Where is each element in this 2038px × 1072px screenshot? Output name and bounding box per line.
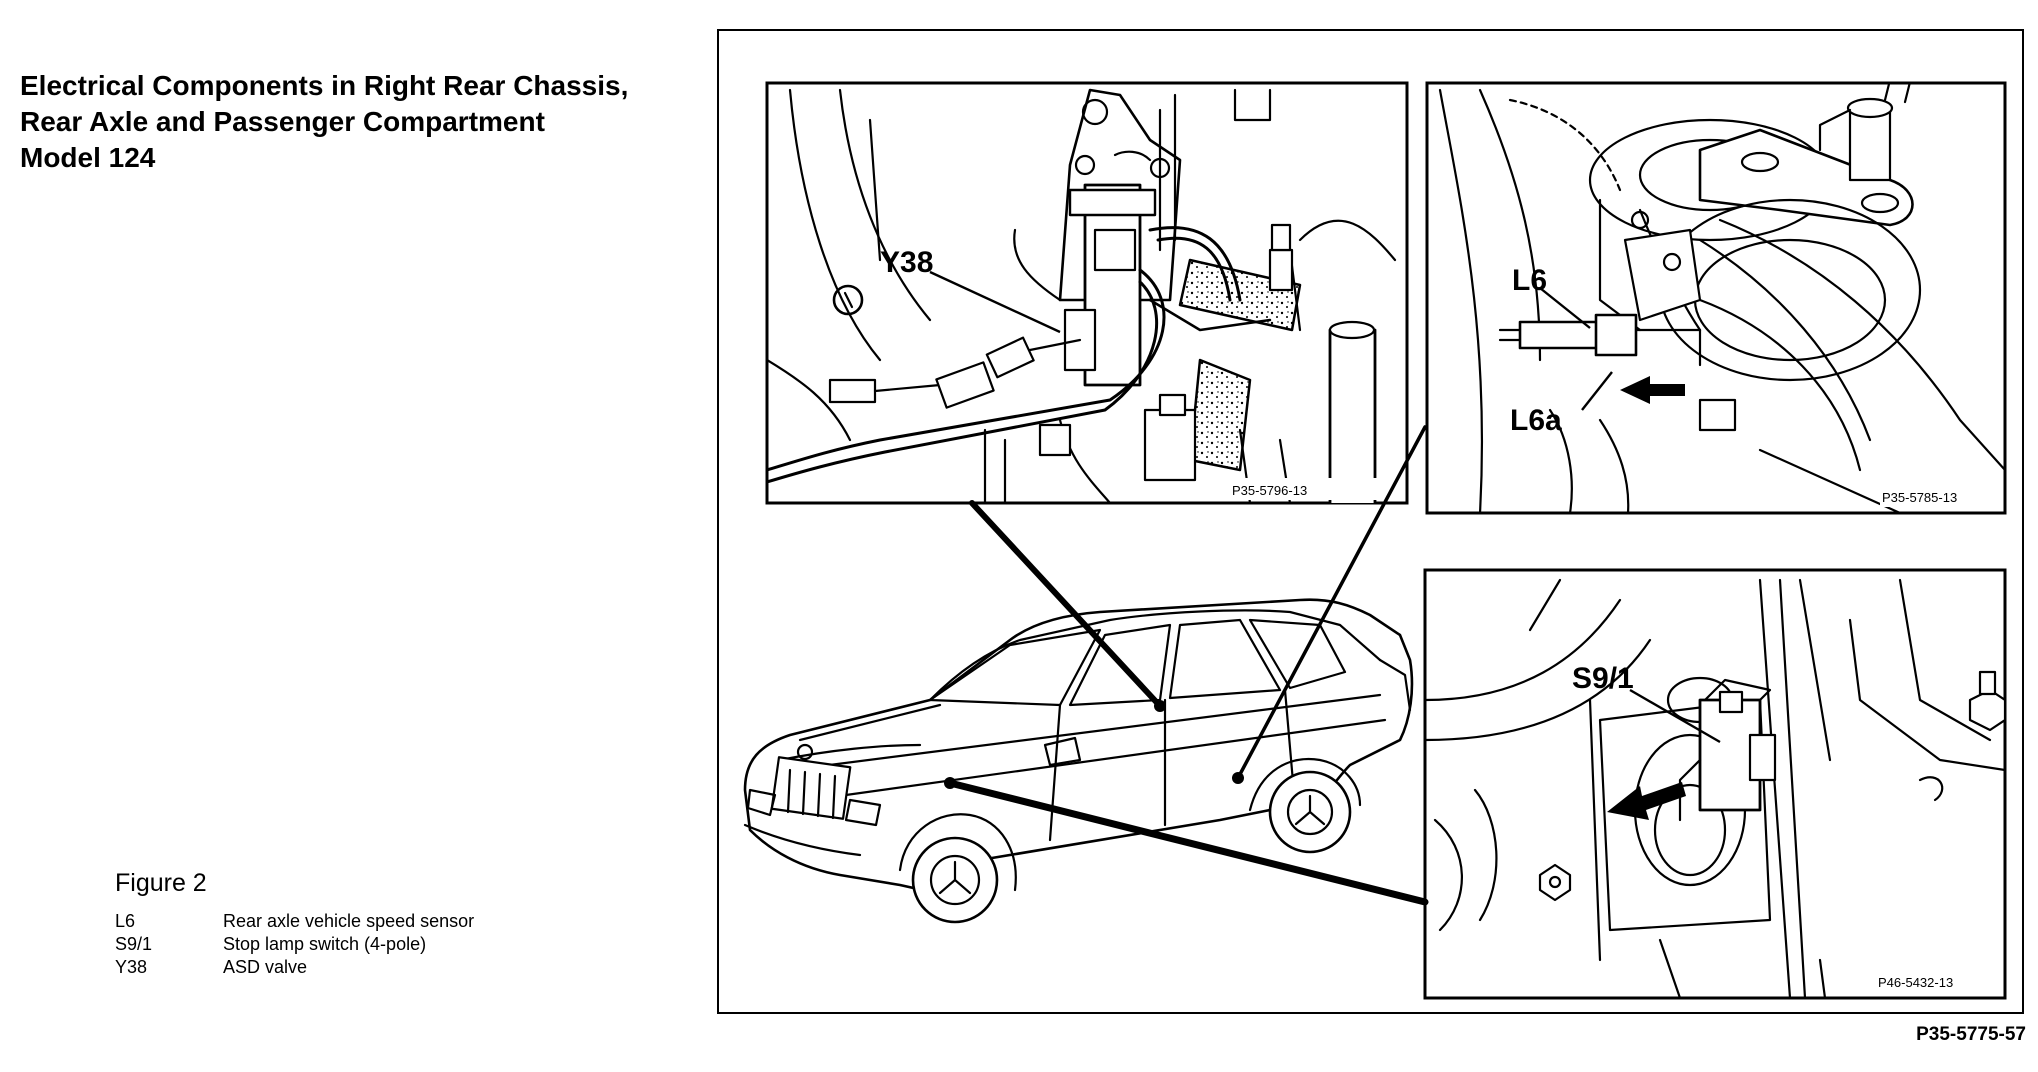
title-line-3: Model 124	[20, 142, 156, 173]
callout-line-l6	[1539, 287, 1591, 329]
title-line-2: Rear Axle and Passenger Compartment	[20, 106, 545, 137]
marker-speed-sensor	[1232, 772, 1244, 784]
leader-lines	[946, 425, 1429, 906]
leader-stop-lamp-switch	[946, 779, 1429, 906]
legend-description: ASD valve	[223, 957, 308, 977]
title-line-1: Electrical Components in Right Rear Chas…	[20, 70, 629, 101]
inset-asd-valve: Y38 P35-5796-13	[765, 81, 1409, 505]
inset-ref: P35-5785-13	[1882, 490, 1957, 505]
callout-l6: L6	[1512, 264, 1547, 297]
legend-description: Rear axle vehicle speed sensor	[223, 911, 475, 931]
legend-code: Y38	[115, 957, 148, 977]
leader-asd-valve	[969, 500, 1163, 709]
legend-item-y38: Y38 ASD valve	[115, 956, 675, 979]
marker-asd-valve	[1154, 700, 1166, 712]
outer-frame	[717, 29, 2024, 1014]
legend-code: L6	[115, 911, 136, 931]
inset-ref: P35-5796-13	[1232, 483, 1307, 498]
inset-ref: P46-5432-13	[1878, 975, 1953, 990]
inset-stop-lamp-switch: S9/1 P46-5432-13	[1423, 568, 2007, 1000]
car-illustration	[743, 598, 1414, 924]
callout-s9-1: S9/1	[1572, 662, 1634, 695]
inset-speed-sensor: L6 L6a P35-5785-13	[1425, 81, 2007, 515]
callout-y38: Y38	[880, 246, 933, 279]
leader-speed-sensor	[1236, 425, 1427, 780]
legend-item-s9-1: S9/1 Stop lamp switch (4-pole)	[115, 933, 675, 956]
callout-l6a: L6a	[1510, 404, 1562, 437]
legend: Figure 2 L6 Rear axle vehicle speed sens…	[115, 868, 675, 979]
callout-line-s9-1	[1629, 688, 1721, 744]
legend-item-l6: L6 Rear axle vehicle speed sensor	[115, 910, 675, 933]
callout-line-l6a	[1581, 371, 1613, 411]
figure-ref: P35-5775-57	[1916, 1024, 2026, 1045]
legend-description: Stop lamp switch (4-pole)	[223, 934, 427, 954]
figure-title: Electrical Components in Right Rear Chas…	[20, 68, 710, 176]
callout-line-y38	[929, 270, 1061, 334]
legend-code: S9/1	[115, 934, 153, 954]
figure-label: Figure 2	[115, 869, 207, 897]
marker-stop-lamp-switch	[944, 777, 956, 789]
